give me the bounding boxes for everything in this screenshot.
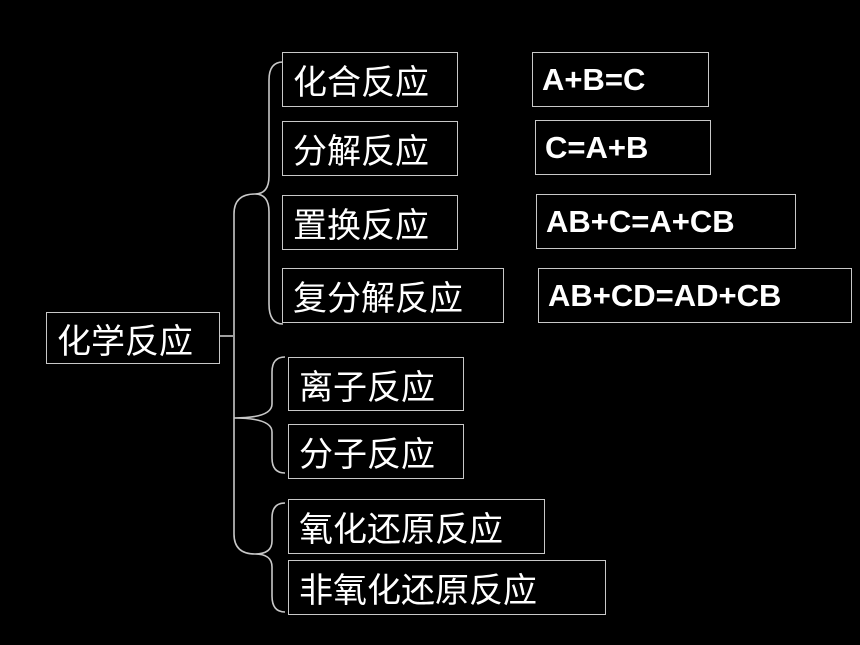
node-label: 化合反应 [293,63,429,103]
formula-displacement: AB+C=A+CB [536,194,796,249]
brace-group-3 [254,502,286,613]
formula-combination: A+B=C [532,52,709,107]
root-node: 化学反应 [46,312,220,364]
brace-group-2 [233,356,286,474]
node-label: 非氧化还原反应 [299,571,537,611]
main-brace [233,193,256,555]
formula-text: C=A+B [545,129,649,165]
node-ionic: 离子反应 [288,357,464,411]
node-label: 置换反应 [293,206,429,246]
node-label: 复分解反应 [293,279,463,319]
node-non-redox: 非氧化还原反应 [288,560,606,615]
brace-group-1 [254,61,284,325]
node-label: 氧化还原反应 [299,510,503,550]
node-decomposition: 分解反应 [282,121,458,176]
formula-text: AB+CD=AD+CB [548,277,782,313]
node-label: 分解反应 [293,132,429,172]
formula-double-decomposition: AB+CD=AD+CB [538,268,852,323]
node-double-decomposition: 复分解反应 [282,268,504,323]
node-combination: 化合反应 [282,52,458,107]
node-molecular: 分子反应 [288,424,464,479]
node-label: 分子反应 [299,435,435,475]
root-label: 化学反应 [57,321,193,362]
node-redox: 氧化还原反应 [288,499,545,554]
formula-text: AB+C=A+CB [546,203,735,239]
node-label: 离子反应 [299,367,435,408]
formula-decomposition: C=A+B [535,120,711,175]
node-displacement: 置换反应 [282,195,458,250]
formula-text: A+B=C [542,61,646,97]
